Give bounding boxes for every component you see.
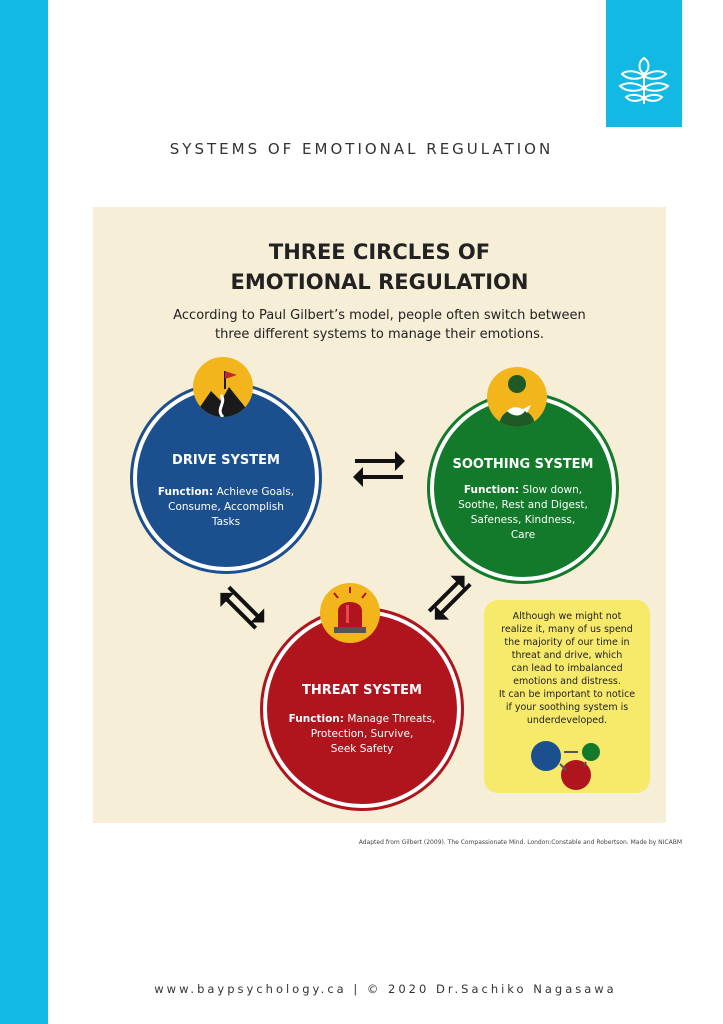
footer-text: www.baypsychology.ca | © 2020 Dr.Sachiko… bbox=[154, 982, 617, 996]
mini-circles-icon bbox=[531, 741, 600, 790]
soothing-function-line-4: Care bbox=[510, 529, 536, 541]
title-line-2: EMOTIONAL REGULATION bbox=[230, 270, 529, 294]
drive-function-line-1: Achieve Goals, bbox=[213, 486, 295, 498]
soothing-system-title: SOOTHING SYSTEM bbox=[452, 457, 594, 472]
page-heading: SYSTEMS OF EMOTIONAL REGULATION bbox=[169, 140, 554, 158]
note-text: Although we might not realize it, many o… bbox=[492, 610, 642, 727]
threat-system-circle: THREAT SYSTEM Function: Manage Threats, … bbox=[263, 610, 461, 808]
intro-line-2: three different systems to manage their … bbox=[214, 327, 545, 342]
left-accent-bar bbox=[0, 0, 48, 1024]
intro-line-1: According to Paul Gilbert’s model, peopl… bbox=[173, 308, 586, 323]
drive-function-line-2: Consume, Accomplish bbox=[168, 501, 284, 513]
intro-text: According to Paul Gilbert’s model, peopl… bbox=[113, 306, 646, 344]
drive-system-title: DRIVE SYSTEM bbox=[172, 453, 280, 468]
note-line-2: realize it, many of us spend bbox=[501, 624, 633, 635]
note-line-8: if your soothing system is bbox=[505, 702, 629, 713]
leaf-plant-icon bbox=[618, 56, 670, 104]
threat-function-line-3: Seek Safety bbox=[330, 743, 394, 755]
soothing-function-line-3: Safeness, Kindness, bbox=[470, 514, 576, 526]
infographic-panel: THREE CIRCLES OF EMOTIONAL REGULATION Ac… bbox=[93, 207, 666, 823]
note-line-7: It can be important to notice bbox=[498, 689, 636, 700]
drive-function-label: Function: bbox=[157, 486, 214, 498]
drive-soothing-arrows-icon bbox=[353, 451, 405, 487]
note-line-4: threat and drive, which bbox=[511, 650, 623, 661]
soothing-function-line-2: Soothe, Rest and Digest, bbox=[458, 499, 588, 511]
mountain-flag-icon bbox=[193, 357, 253, 417]
logo-badge bbox=[606, 0, 682, 127]
title-line-1: THREE CIRCLES OF bbox=[268, 240, 491, 264]
alarm-siren-icon bbox=[320, 583, 380, 643]
soothing-function-line-1: Slow down, bbox=[519, 484, 583, 496]
threat-function-label: Function: bbox=[288, 713, 344, 725]
drive-threat-arrows-icon bbox=[220, 585, 265, 630]
person-dove-icon bbox=[487, 367, 547, 427]
threat-function-line-2: Protection, Survive, bbox=[310, 728, 414, 740]
threat-system-title: THREAT SYSTEM bbox=[302, 683, 422, 698]
note-line-5: can lead to imbalanced bbox=[511, 663, 623, 674]
note-line-1: Although we might not bbox=[512, 611, 622, 622]
infographic-title: THREE CIRCLES OF EMOTIONAL REGULATION bbox=[93, 237, 666, 297]
threat-function-line-1: Manage Threats, bbox=[343, 713, 436, 725]
soothing-system-function: Function: Slow down, Soothe, Rest and Di… bbox=[444, 483, 602, 543]
soothing-function-label: Function: bbox=[463, 484, 520, 496]
note-line-9: underdeveloped. bbox=[526, 715, 608, 726]
note-box: Although we might not realize it, many o… bbox=[484, 600, 650, 793]
note-line-3: the majority of our time in bbox=[504, 637, 630, 648]
drive-function-line-3: Tasks bbox=[211, 516, 241, 528]
image-credit: Adapted from Gilbert (2009). The Compass… bbox=[358, 839, 682, 846]
drive-system-function: Function: Achieve Goals, Consume, Accomp… bbox=[147, 485, 305, 530]
threat-system-function: Function: Manage Threats, Protection, Su… bbox=[277, 712, 447, 757]
soothing-threat-arrows-icon bbox=[427, 575, 472, 620]
note-line-6: emotions and distress. bbox=[513, 676, 621, 687]
